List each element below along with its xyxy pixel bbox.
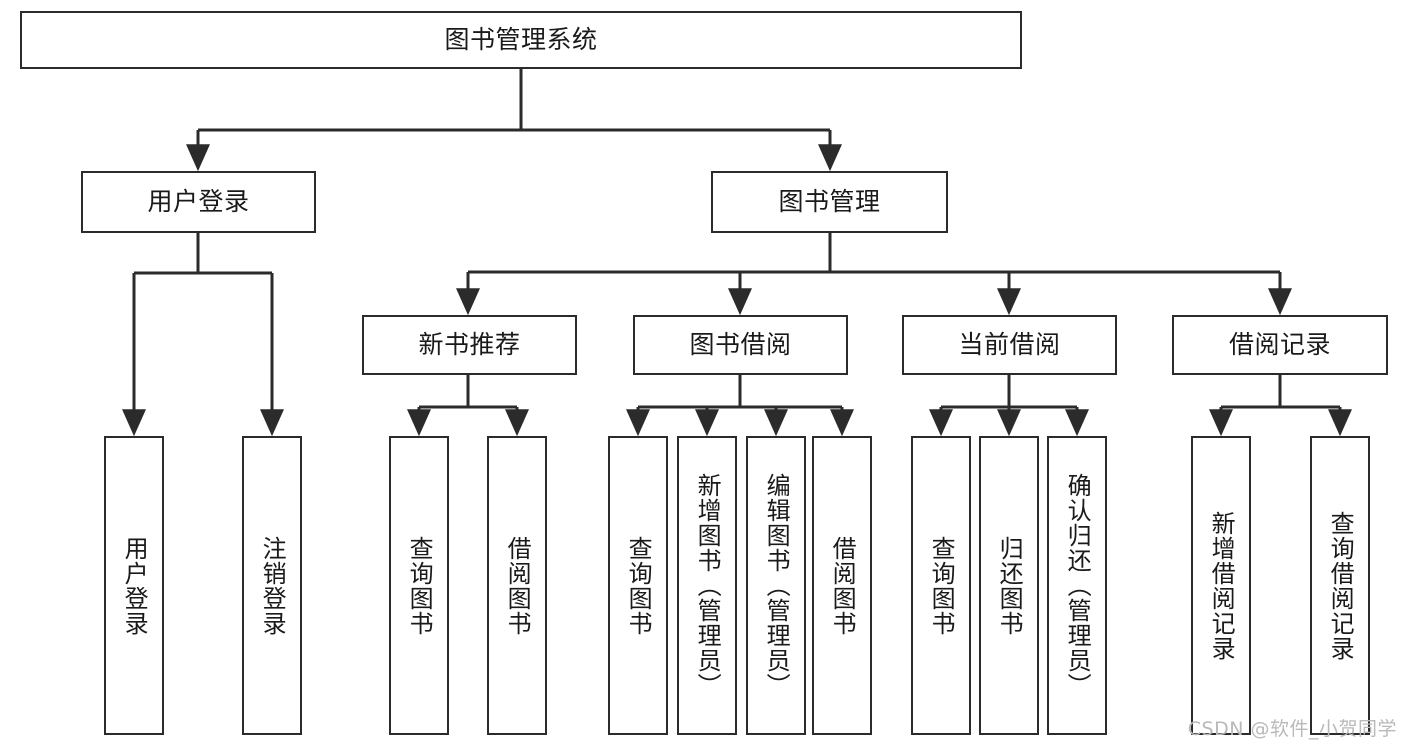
node-book-manage[interactable]: 图书管理 [711,171,948,233]
node-leaf-borrow-book-1-label: 借阅图书 [503,535,532,636]
node-leaf-edit-book[interactable]: 编辑图书（管理员） [746,436,806,735]
node-leaf-query-book-3-label: 查询图书 [927,535,956,636]
node-current-borrow[interactable]: 当前借阅 [902,315,1117,375]
node-book-manage-label: 图书管理 [778,187,881,217]
node-leaf-user-login[interactable]: 用户登录 [104,436,164,735]
node-leaf-borrow-book-1[interactable]: 借阅图书 [487,436,547,735]
node-leaf-return-book[interactable]: 归还图书 [979,436,1039,735]
node-book-borrow-label: 图书借阅 [689,330,792,360]
node-leaf-query-book-1[interactable]: 查询图书 [389,436,449,735]
node-leaf-query-record[interactable]: 查询借阅记录 [1310,436,1370,735]
node-leaf-logout-label: 注销登录 [258,535,287,636]
node-leaf-add-book-label: 新增图书（管理员） [693,473,722,698]
node-borrow-record-label: 借阅记录 [1228,330,1331,360]
node-leaf-return-book-label: 归还图书 [995,535,1024,636]
node-root[interactable]: 图书管理系统 [20,11,1022,69]
node-leaf-borrow-book-2-label: 借阅图书 [828,535,857,636]
node-book-borrow[interactable]: 图书借阅 [633,315,848,375]
node-leaf-logout[interactable]: 注销登录 [242,436,302,735]
node-leaf-confirm-return[interactable]: 确认归还（管理员） [1047,436,1107,735]
node-leaf-add-record-label: 新增借阅记录 [1207,510,1236,661]
node-leaf-edit-book-label: 编辑图书（管理员） [762,473,791,698]
node-leaf-query-record-label: 查询借阅记录 [1326,510,1355,661]
watermark: CSDN @软件_小贺同学 [1187,718,1397,740]
node-current-borrow-label: 当前借阅 [958,330,1061,360]
node-leaf-query-book-3[interactable]: 查询图书 [911,436,971,735]
node-leaf-query-book-2-label: 查询图书 [624,535,653,636]
node-leaf-user-login-label: 用户登录 [120,535,149,636]
node-leaf-add-record[interactable]: 新增借阅记录 [1191,436,1251,735]
node-user-login[interactable]: 用户登录 [81,171,316,233]
node-leaf-query-book-1-label: 查询图书 [405,535,434,636]
node-leaf-add-book[interactable]: 新增图书（管理员） [677,436,737,735]
node-leaf-confirm-return-label: 确认归还（管理员） [1063,473,1092,698]
node-borrow-record[interactable]: 借阅记录 [1172,315,1388,375]
node-root-label: 图书管理系统 [444,25,598,55]
node-user-login-label: 用户登录 [147,187,250,217]
node-new-book-rec[interactable]: 新书推荐 [362,315,577,375]
node-leaf-query-book-2[interactable]: 查询图书 [608,436,668,735]
node-new-book-rec-label: 新书推荐 [418,330,521,360]
node-leaf-borrow-book-2[interactable]: 借阅图书 [812,436,872,735]
